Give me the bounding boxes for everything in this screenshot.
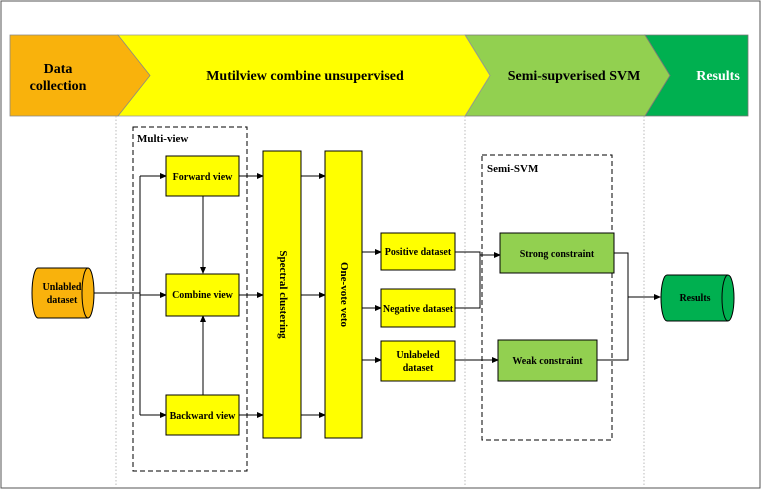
weak-constraint-node: Weak constraint bbox=[497, 339, 598, 382]
unlabeled-dataset-line2: dataset bbox=[403, 363, 434, 374]
unlabeled-dataset-line1: Unlabeled bbox=[396, 350, 440, 361]
phase-data-collection-shape bbox=[9, 34, 151, 117]
unlabeled-input-line2: dataset bbox=[47, 295, 78, 306]
phase-data-collection-line2: collection bbox=[30, 79, 87, 94]
backward-view-node: Backward view bbox=[165, 394, 240, 436]
semisvm-group-label: Semi-SVM bbox=[487, 163, 539, 175]
phase-data-collection-line1: Data bbox=[44, 62, 73, 77]
forward-view-node: Forward view bbox=[165, 155, 240, 197]
negative-dataset-node: Negative dataset bbox=[380, 288, 456, 328]
strong-constraint-node: Strong constraint bbox=[499, 232, 615, 274]
one-vote-veto-node: One-vote veto bbox=[324, 150, 363, 439]
combine-view-node: Combine view bbox=[165, 273, 240, 317]
phase-results-label: Results bbox=[696, 69, 740, 84]
positive-dataset-node: Positive dataset bbox=[380, 232, 456, 271]
spectral-clustering-label: Spectral clustering bbox=[277, 250, 289, 339]
phase-unsupervised-label: Mutilview combine unsupervised bbox=[206, 69, 404, 84]
phase-semi-svm-label: Semi-supverised SVM bbox=[508, 69, 641, 84]
positive-dataset-label: Positive dataset bbox=[385, 247, 452, 258]
connectors bbox=[94, 173, 661, 418]
unlabeled-input-line1: Unlabled bbox=[43, 282, 82, 293]
multiview-group-label: Multi-view bbox=[137, 133, 188, 145]
results-node-label: Results bbox=[679, 293, 710, 304]
backward-view-label: Backward view bbox=[170, 411, 237, 422]
negative-dataset-label: Negative dataset bbox=[383, 304, 454, 315]
spectral-clustering-node: Spectral clustering bbox=[262, 150, 302, 439]
strong-constraint-label: Strong constraint bbox=[520, 249, 595, 260]
multiview-group bbox=[132, 126, 248, 472]
unlabeled-dataset-node: Unlabeled dataset bbox=[380, 340, 456, 382]
forward-view-label: Forward view bbox=[173, 172, 233, 183]
phase-banner: Data collection Mutilview combine unsupe… bbox=[9, 34, 749, 117]
semisvm-group bbox=[481, 154, 613, 441]
combine-view-label: Combine view bbox=[172, 290, 234, 301]
weak-constraint-label: Weak constraint bbox=[512, 356, 583, 367]
results-node: Results bbox=[660, 274, 735, 322]
one-vote-veto-label: One-vote veto bbox=[338, 262, 350, 328]
unlabeled-input-node: Unlabled dataset bbox=[31, 267, 95, 319]
